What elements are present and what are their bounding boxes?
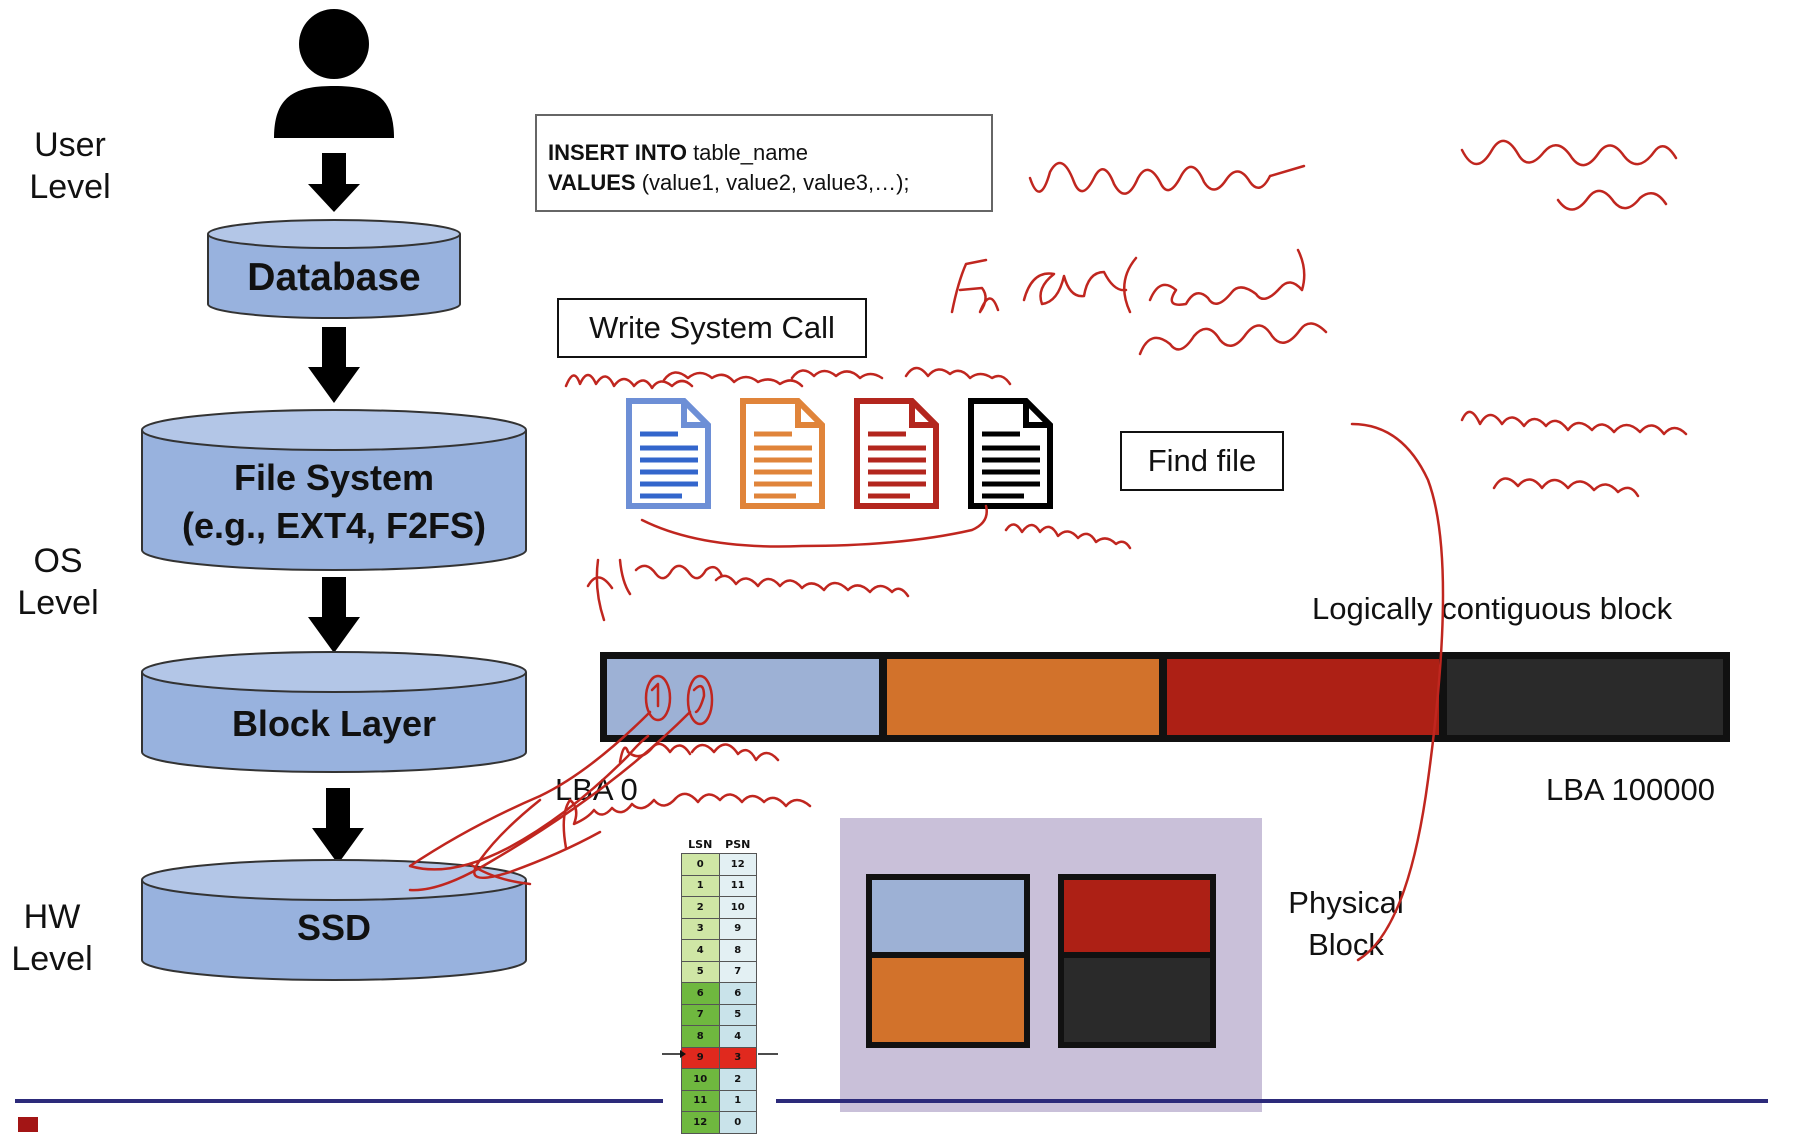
database-cylinder <box>207 219 461 319</box>
lsn-cell: 0 <box>681 853 720 876</box>
lba-end-label: LBA 100000 <box>1546 772 1715 807</box>
file-system-cylinder <box>141 409 527 571</box>
footer-line-left <box>15 1099 663 1103</box>
block-layer-label: Block Layer <box>231 703 437 744</box>
lsn-cell: 6 <box>681 982 720 1005</box>
file-system-label: File System (e.g., EXT4, F2FS) <box>181 457 487 546</box>
logical-segment-black <box>1447 659 1723 735</box>
psn-cell: 3 <box>718 1046 757 1069</box>
psn-cell: 6 <box>718 982 757 1005</box>
user-level-label: User Level <box>29 126 111 206</box>
os-level-label: OS Level <box>17 542 99 622</box>
footer-square-mark <box>18 1117 38 1132</box>
physical-block-panel <box>840 818 1262 1112</box>
logical-segment-blue <box>607 659 879 735</box>
footer-line-right <box>776 1099 1768 1103</box>
physical-block-red <box>1058 874 1216 958</box>
psn-cell: 12 <box>718 853 757 876</box>
logical-block-caption: Logically contiguous block <box>1312 591 1673 626</box>
psn-cell: 2 <box>718 1068 757 1091</box>
write-system-call-box: Write System Call <box>557 298 867 358</box>
logical-segment-red <box>1167 659 1439 735</box>
lsn-cell: 7 <box>681 1003 720 1026</box>
document-blue-icon <box>626 398 711 509</box>
lsn-cell: 1 <box>681 874 720 897</box>
logical-block-bar <box>600 652 1730 742</box>
sql-line-2: VALUES (value1, value2, value3,…); <box>548 170 910 195</box>
logical-segment-orange <box>887 659 1159 735</box>
flow-arrows <box>308 153 364 864</box>
lsn-cell: 10 <box>681 1068 720 1091</box>
physical-block-orange <box>866 952 1030 1048</box>
lsn-cell: 5 <box>681 960 720 983</box>
psn-cell: 7 <box>718 960 757 983</box>
mapping-table-header: LSN PSN <box>682 836 757 854</box>
document-black-icon <box>968 398 1053 509</box>
sql-statement-box: INSERT INTO table_name VALUES (value1, v… <box>535 114 993 212</box>
person-icon <box>274 9 394 138</box>
sql-line-1: INSERT INTO table_name <box>548 140 809 165</box>
document-row <box>626 398 1053 509</box>
psn-cell: 1 <box>718 1089 757 1112</box>
find-file-box: Find file <box>1120 431 1284 491</box>
database-label: Database <box>247 256 421 299</box>
physical-block-black <box>1058 952 1216 1048</box>
highlight-row-markers <box>662 1050 778 1058</box>
physical-block-label: Physical Block <box>1288 885 1404 962</box>
psn-cell: 5 <box>718 1003 757 1026</box>
hw-level-label: HW Level <box>11 898 93 978</box>
document-red-icon <box>854 398 939 509</box>
ssd-label: SSD <box>296 907 372 948</box>
psn-cell: 8 <box>718 939 757 962</box>
block-layer-cylinder <box>141 651 527 773</box>
psn-header: PSN <box>725 838 751 851</box>
storage-stack-diagram <box>141 9 527 981</box>
lsn-header: LSN <box>688 838 713 851</box>
document-orange-icon <box>740 398 825 509</box>
psn-cell: 4 <box>718 1025 757 1048</box>
lsn-cell: 9 <box>681 1046 720 1069</box>
